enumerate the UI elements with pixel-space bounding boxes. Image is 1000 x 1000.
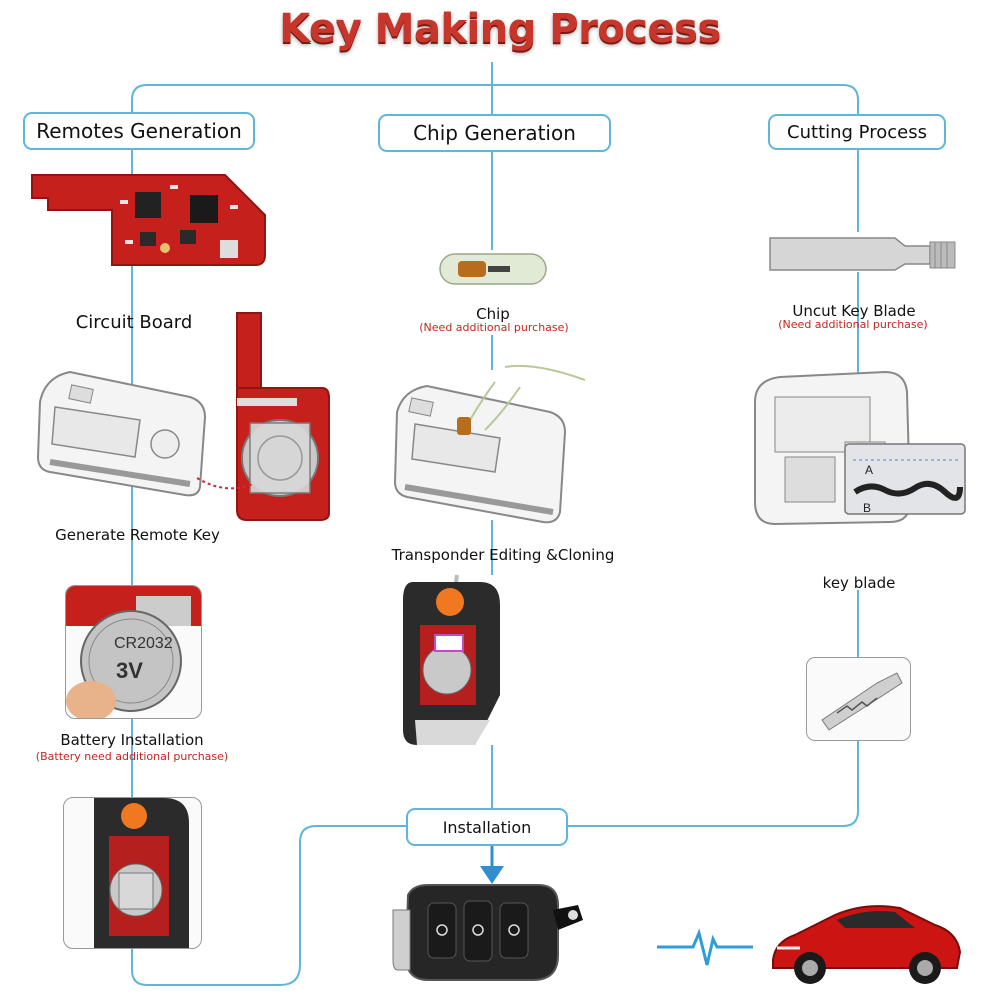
chip-image: [439, 253, 547, 285]
opened-flip-key-image: [94, 798, 189, 948]
flip-key-open-image: [403, 574, 500, 745]
page-title: Key Making Process: [279, 6, 721, 52]
heartbeat-icon: [657, 928, 753, 966]
cut-blade-frame: [806, 657, 911, 741]
battery-volts-text: 3V: [116, 658, 143, 683]
circuit-board-image: [31, 174, 266, 266]
chip-label: Chip: [476, 305, 510, 323]
cutting-process-label: Cutting Process: [787, 121, 927, 143]
remotes-generation-label: Remotes Generation: [36, 119, 242, 143]
flip-key-image: [392, 884, 583, 981]
battery-image: CR2032 3V: [66, 586, 201, 718]
key-blade-label: key blade: [822, 574, 896, 592]
car-image: [772, 905, 962, 984]
key-programmer-with-hand-image: [393, 364, 586, 524]
transponder-label: Transponder Editing &Cloning: [391, 546, 615, 564]
battery-closeup-frame: CR2032 3V: [65, 585, 202, 719]
chip-note: (Need additional purchase): [419, 321, 569, 334]
remote-pcb-battery-image: [236, 312, 330, 521]
opened-key-frame: [63, 797, 202, 949]
circuit-board-label: Circuit Board: [75, 312, 193, 333]
uncut-blade-label: Uncut Key Blade: [792, 302, 916, 320]
key-cutting-machine-image: A B: [754, 370, 966, 526]
uncut-blade-note: (Need additional purchase): [778, 318, 928, 331]
installation-label: Installation: [442, 817, 532, 837]
key-blade-image: [769, 237, 956, 271]
generate-remote-key-label: Generate Remote Key: [55, 526, 220, 544]
graph-label-b: B: [863, 501, 871, 515]
cutting-process-heading: Cutting Process: [768, 114, 946, 150]
chip-generation-heading: Chip Generation: [378, 114, 611, 152]
key-programmer-image: [36, 370, 207, 497]
cut-key-blade-image: [821, 672, 903, 731]
chip-generation-label: Chip Generation: [413, 121, 576, 145]
battery-note: (Battery need additional purchase): [35, 750, 229, 763]
remotes-generation-heading: Remotes Generation: [23, 112, 255, 150]
graph-label-a: A: [865, 463, 873, 477]
wireless-signal-dots: [196, 477, 254, 490]
battery-installation-label: Battery Installation: [60, 731, 204, 749]
installation-box: Installation: [406, 808, 568, 846]
battery-model-text: CR2032: [114, 635, 173, 652]
